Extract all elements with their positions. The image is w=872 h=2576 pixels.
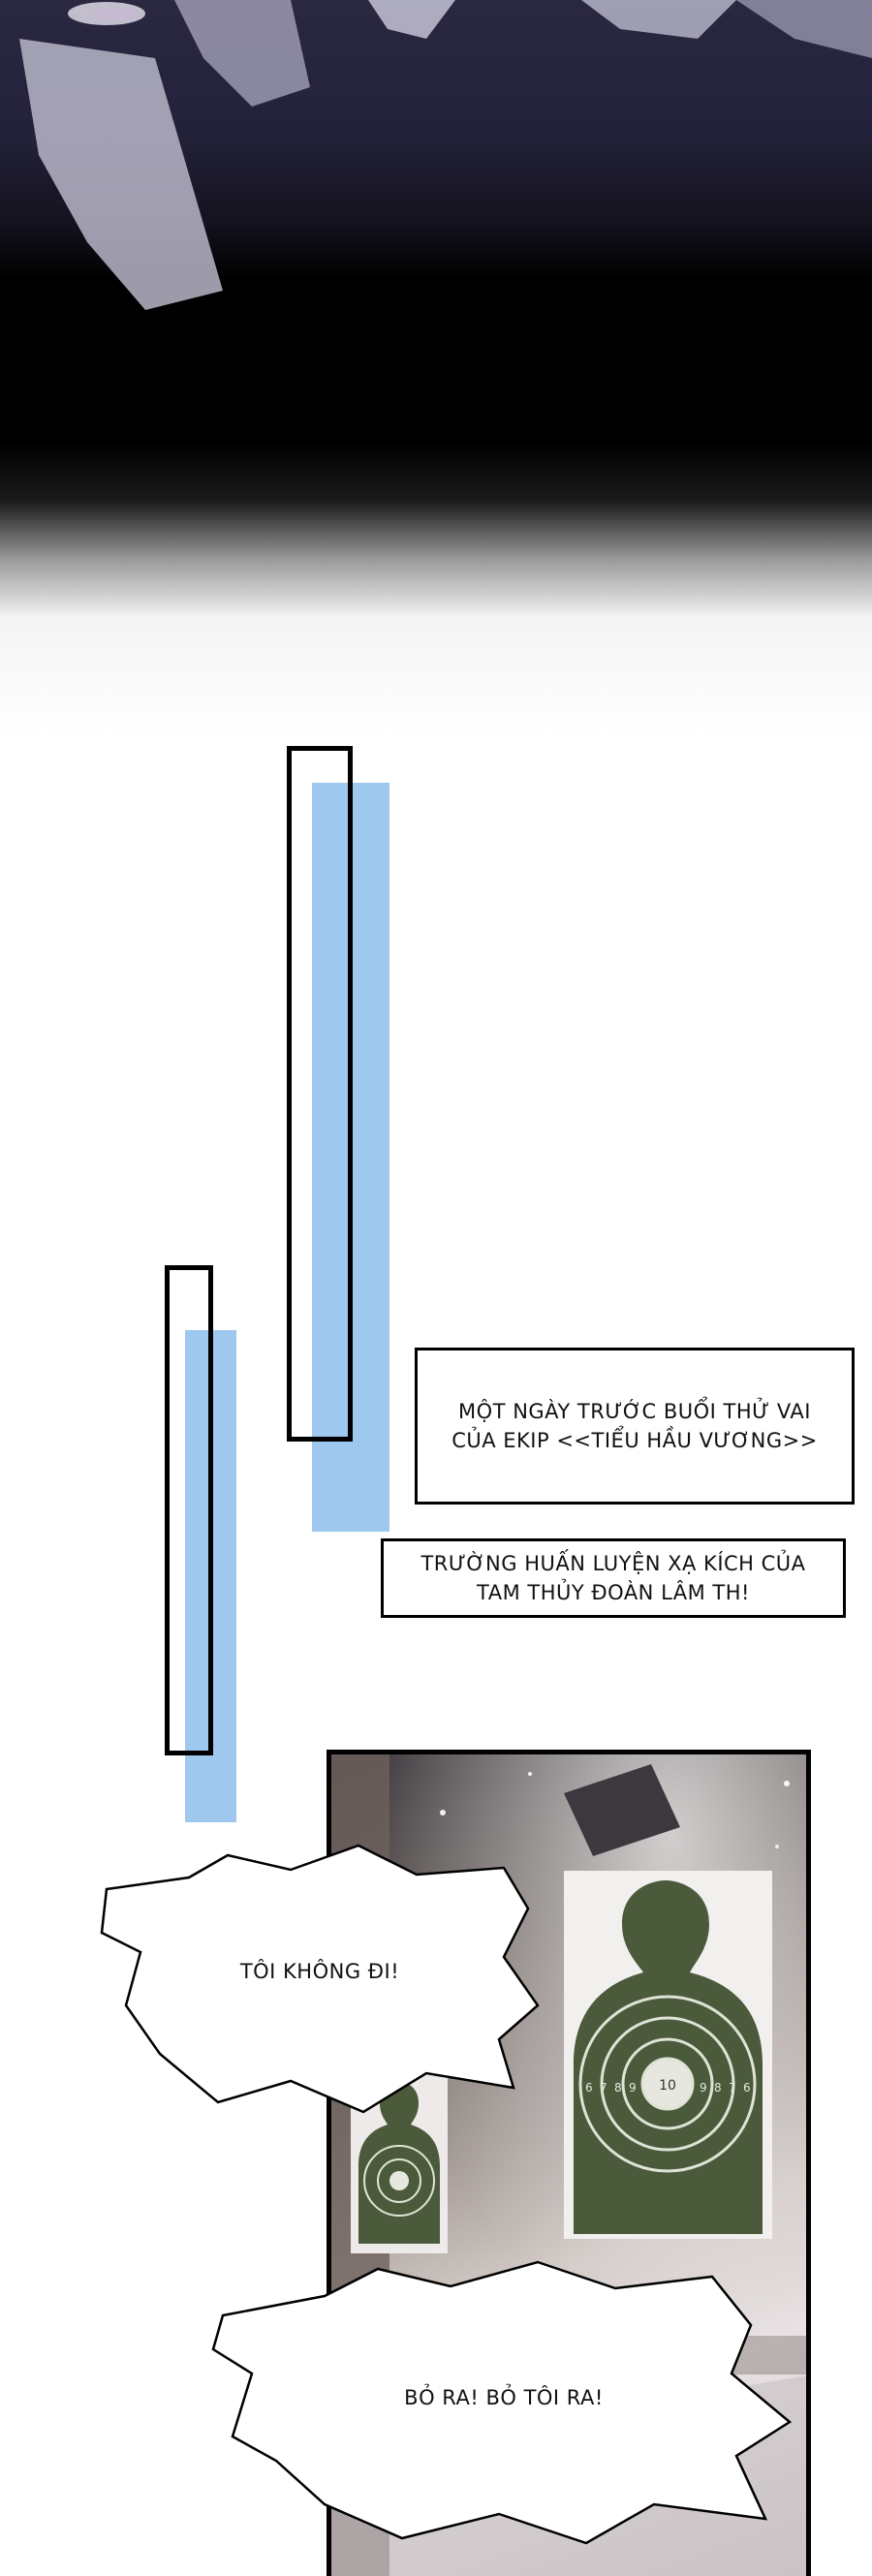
- top-dark-panel: [0, 0, 872, 736]
- caption-text-2: TRƯỜNG HUẤN LUYỆN XẠ KÍCH CỦA TAM THỦY Đ…: [420, 1552, 806, 1604]
- outline-bar-1: [287, 746, 353, 1442]
- caption-box-2: TRƯỜNG HUẤN LUYỆN XẠ KÍCH CỦA TAM THỦY Đ…: [381, 1538, 846, 1618]
- ring-label-l1: 6: [585, 2081, 593, 2095]
- ring-label-l3: 8: [614, 2081, 622, 2095]
- small-target-silhouette: [358, 2082, 440, 2244]
- speech-bubble-2: BỎ RA! BỎ TÔI RA!: [208, 2257, 799, 2548]
- paper-shape-4: [581, 0, 736, 39]
- speech-bubble-1: TÔI KHÔNG ĐI!: [97, 1841, 543, 2122]
- bubble-shape-2: [211, 2260, 793, 2545]
- ring-2: [600, 2016, 735, 2152]
- dark-sign: [564, 1764, 680, 1856]
- paper-shape-2: [174, 0, 310, 107]
- ring-1: [578, 1995, 757, 2173]
- large-target-silhouette: [574, 1880, 763, 2234]
- target-center-label: 10: [659, 2078, 676, 2094]
- paper-shape-1: [19, 39, 223, 310]
- paper-shape-3: [368, 0, 455, 39]
- ring-label-l4: 9: [629, 2081, 637, 2095]
- light-glint-inner: [95, 8, 138, 19]
- bubble-shape-1: [100, 1844, 540, 2114]
- outline-bar-2: [165, 1265, 213, 1755]
- ring-3: [621, 2037, 714, 2130]
- torn-paper-shapes: [19, 0, 872, 310]
- bullseye: [640, 2057, 695, 2111]
- ring-label-r3: 7: [729, 2081, 736, 2095]
- caption-text-1: MỘT NGÀY TRƯỚC BUỔI THỬ VAI CỦA EKIP <<T…: [452, 1400, 818, 1452]
- caption-box-1: MỘT NGÀY TRƯỚC BUỔI THỬ VAI CỦA EKIP <<T…: [415, 1348, 855, 1505]
- ring-label-l2: 7: [600, 2081, 607, 2095]
- bubble-text-2: BỎ RA! BỎ TÔI RA!: [404, 2386, 604, 2409]
- ring-label-r1: 9: [700, 2081, 707, 2095]
- ring-label-r2: 8: [714, 2081, 722, 2095]
- ring-label-r4: 6: [743, 2081, 751, 2095]
- paper-shape-5: [736, 0, 872, 58]
- bubble-text-1: TÔI KHÔNG ĐI!: [239, 1960, 400, 1983]
